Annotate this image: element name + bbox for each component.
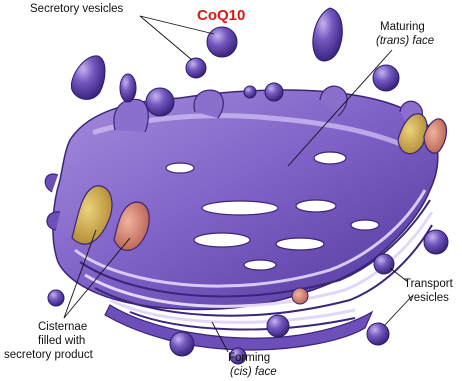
label-forming: Forming <box>228 352 270 365</box>
transport-vesicle <box>367 323 389 345</box>
secretory-vesicle <box>186 58 206 78</box>
label-trans-face: (trans) face <box>376 35 434 48</box>
secretory-vesicle <box>244 86 256 98</box>
secretory-vesicle <box>373 65 399 91</box>
transport-vesicle <box>267 315 289 337</box>
label-transport: Transport <box>404 278 453 291</box>
transport-vesicle <box>374 254 394 274</box>
transport-vesicle <box>170 332 194 356</box>
secretory-vesicle <box>146 88 174 116</box>
label-maturing: Maturing <box>380 21 425 34</box>
label-secretory-vesicles: Secretory vesicles <box>30 3 123 16</box>
secretory-vesicle <box>120 74 136 102</box>
secretory-vesicle <box>313 8 342 61</box>
secretory-vesicle <box>265 83 283 101</box>
transport-vesicle <box>48 290 64 306</box>
label-filled-with: filled with <box>38 335 85 348</box>
secretory-vesicle <box>207 27 237 57</box>
label-vesicles: vesicles <box>408 292 449 305</box>
label-cis-face: (cis) face <box>230 366 277 379</box>
transport-vesicle <box>424 230 448 254</box>
secretory-vesicle <box>71 56 105 100</box>
label-coq10: CoQ10 <box>197 7 245 24</box>
label-cisternae: Cisternae <box>38 321 87 334</box>
label-secretory-product: secretory product <box>4 349 93 362</box>
